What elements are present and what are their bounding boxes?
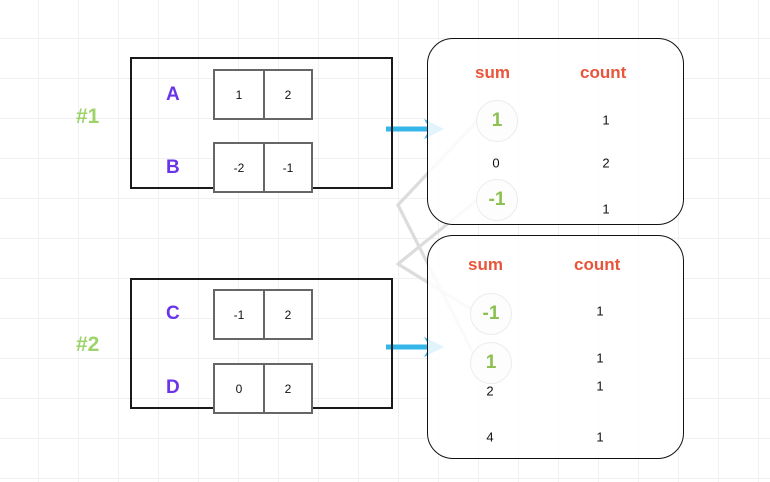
- panel-2-header-sum: sum: [468, 255, 503, 274]
- panel-2-count-3: 1: [596, 429, 604, 445]
- cell-pair-c: -1 2: [213, 289, 313, 340]
- cell-b-1: -1: [263, 144, 311, 191]
- cell-b-0: -2: [233, 160, 245, 175]
- cell-a-1: 2: [263, 71, 311, 118]
- panel-2-sum-0: -1: [470, 293, 512, 335]
- row-label-b: B: [166, 157, 180, 178]
- row-label-c: C: [166, 303, 180, 324]
- row-label-a: A: [166, 84, 180, 105]
- panel-2-header-count: count: [574, 255, 621, 274]
- cell-c-0: -1: [233, 307, 245, 322]
- panel-1-header-count: count: [580, 63, 627, 82]
- panel-2-sum-1: 1: [470, 342, 512, 384]
- cell-pair-b: -2 -1: [213, 142, 313, 193]
- group-tag-2: #2: [76, 333, 100, 356]
- panel-2-count-2: 1: [596, 378, 604, 394]
- result-panel-1: [427, 38, 684, 225]
- row-label-d: D: [166, 377, 180, 398]
- group-tag-1: #1: [76, 105, 100, 128]
- cell-d-1: 2: [263, 365, 311, 412]
- panel-2-count-0: 1: [596, 303, 604, 319]
- panel-2-sum-2: 2: [486, 383, 494, 399]
- cell-c-1: 2: [263, 291, 311, 338]
- panel-1-count-1: 2: [602, 155, 610, 171]
- panel-2-count-1: 1: [596, 350, 604, 366]
- panel-1-count-0: 1: [602, 112, 610, 128]
- panel-1-sum-0: 1: [476, 100, 518, 142]
- panel-1-sum-2: -1: [476, 179, 518, 221]
- cell-a-0: 1: [235, 87, 243, 102]
- panel-1-count-2: 1: [602, 201, 610, 217]
- cell-d-0: 0: [235, 381, 243, 396]
- panel-1-header-sum: sum: [475, 63, 510, 82]
- result-panel-2: [427, 235, 684, 459]
- panel-1-sum-1: 0: [492, 155, 500, 171]
- cell-pair-d: 0 2: [213, 363, 313, 414]
- panel-2-sum-3: 4: [486, 429, 494, 445]
- cell-pair-a: 1 2: [213, 69, 313, 120]
